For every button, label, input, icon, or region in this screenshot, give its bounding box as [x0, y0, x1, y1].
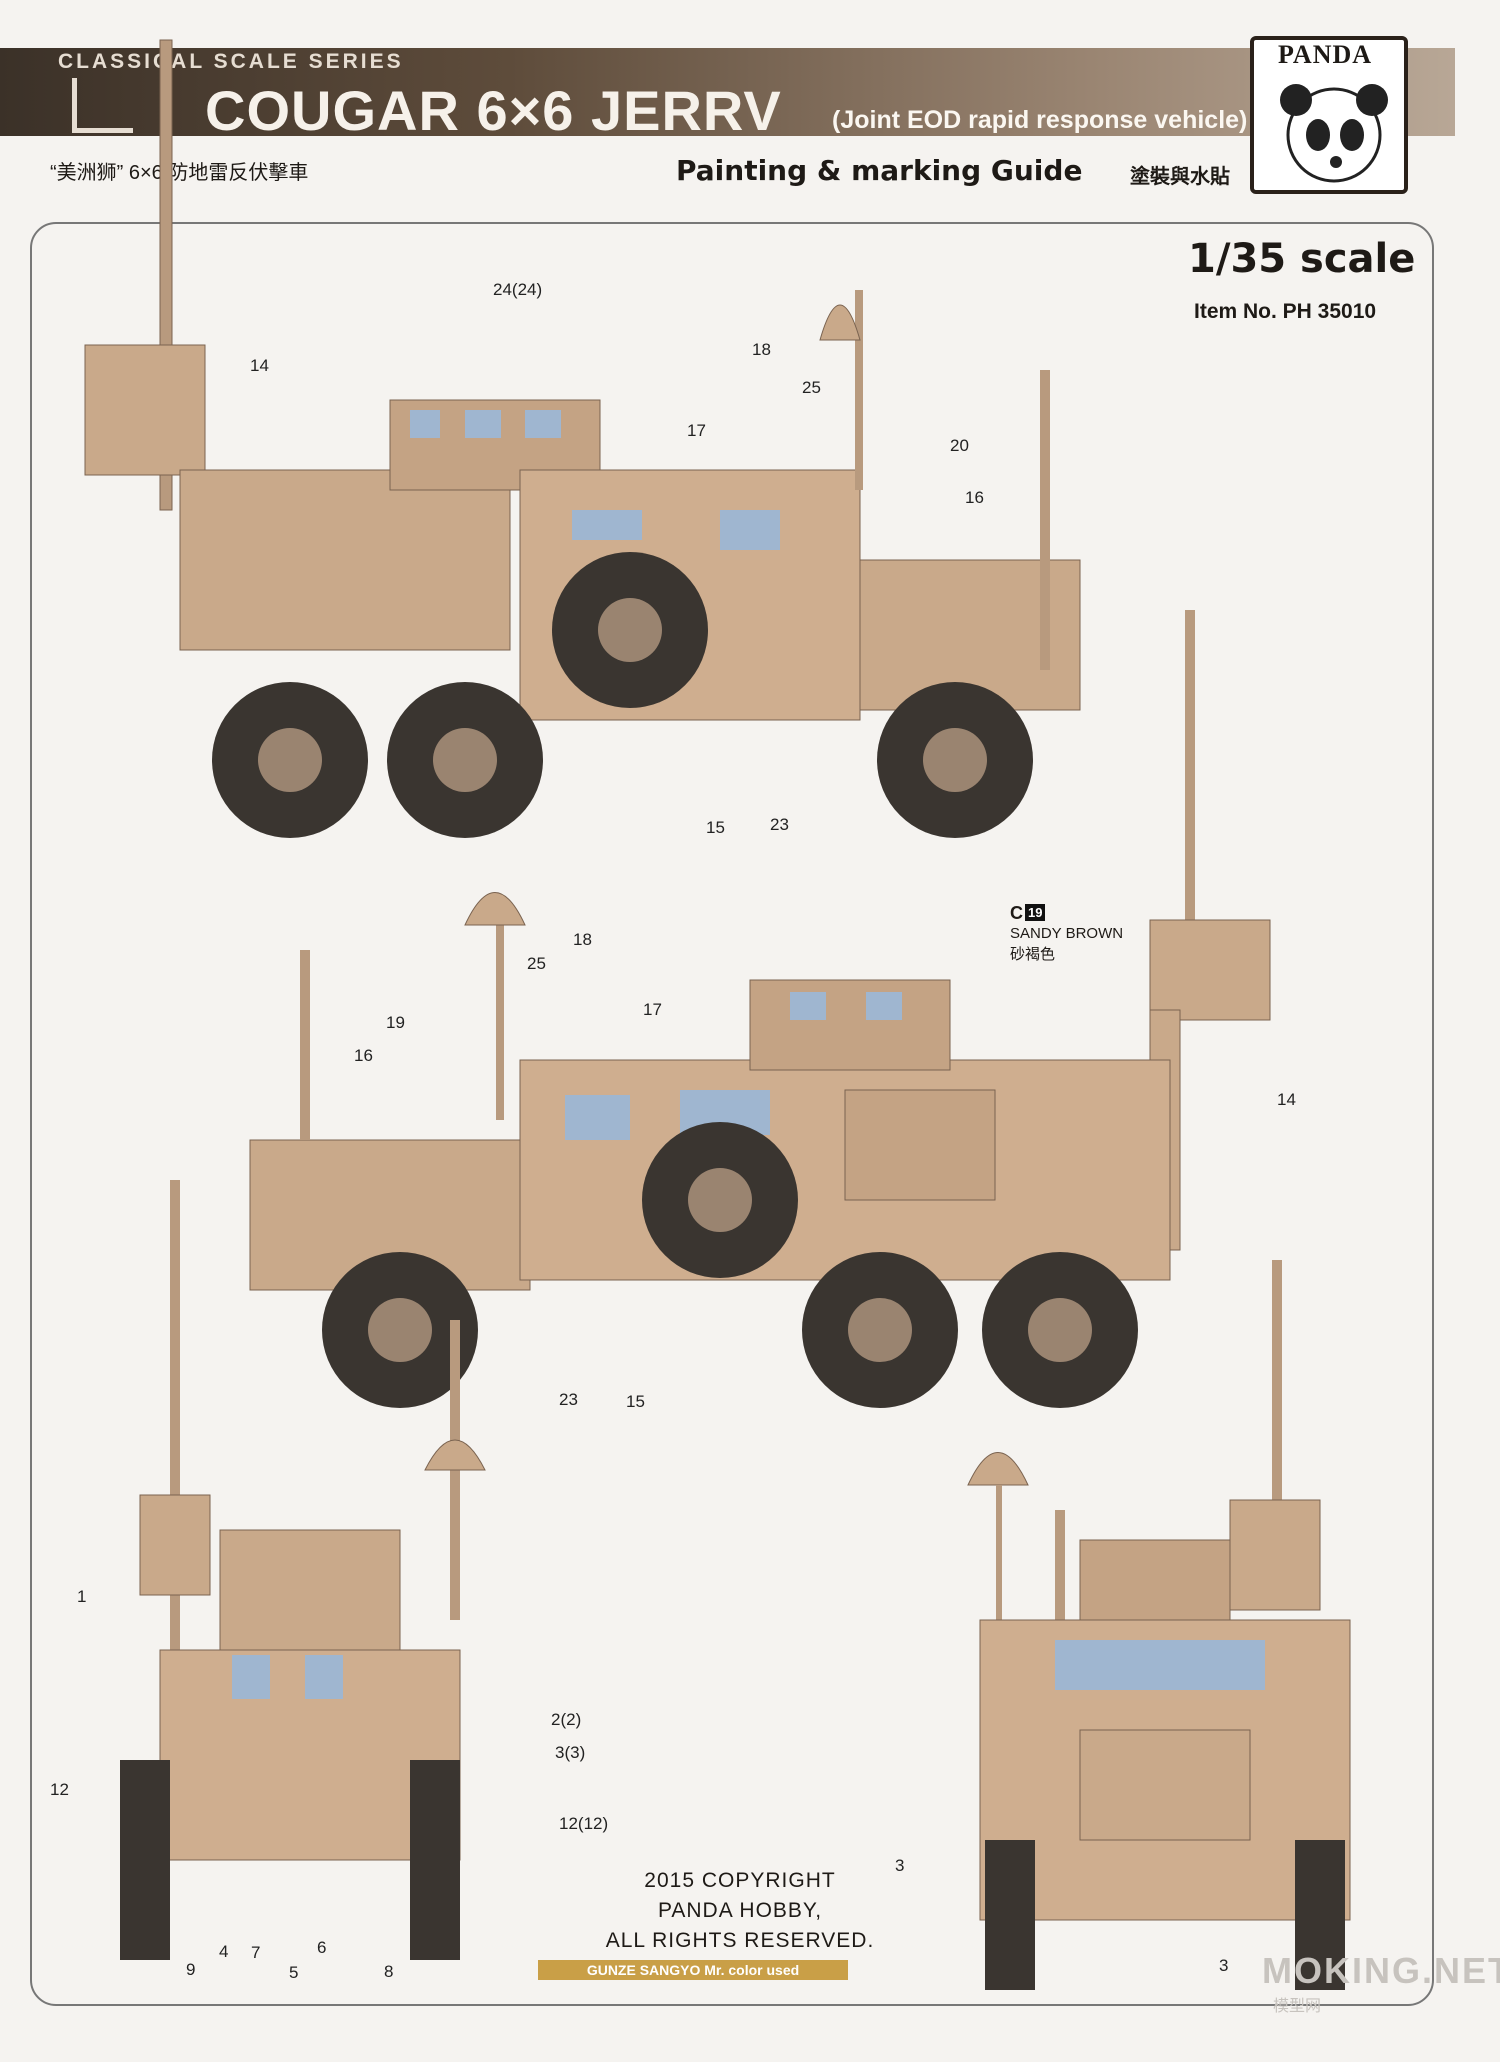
panda-face-icon [1280, 84, 1388, 183]
callout-25-right: 25 [527, 954, 546, 973]
item-number: Item No. PH 35010 [1194, 300, 1377, 323]
guide-heading-chinese: 塗裝與水貼 [1130, 166, 1230, 188]
page-subtitle: (Joint EOD rapid response vehicle) [832, 106, 1248, 134]
color-name: SANDY BROWN [1010, 925, 1124, 942]
callout-18-right: 18 [573, 930, 592, 949]
rear-view [120, 1180, 486, 1960]
color-name-chinese: 砂褐色 [1010, 946, 1056, 963]
series-number-badge [72, 78, 133, 133]
series-label: CLASSICAL SCALE SERIES [58, 50, 404, 73]
callout-3-front-bottom: 3 [1219, 1956, 1229, 1975]
chinese-title: “美洲狮” 6×6 防地雷反伏擊車 [50, 162, 309, 184]
paint-brand-label: GUNZE SANGYO Mr. color used [538, 1960, 848, 1980]
callout-15: 15 [706, 818, 725, 837]
right-side-view [249, 610, 1271, 1408]
callout-24-24: 24(24) [493, 280, 543, 299]
callout-15-right: 15 [626, 1392, 645, 1411]
callout-1-rear: 1 [77, 1587, 87, 1606]
content-frame [30, 222, 1434, 2006]
callout-23-right: 23 [559, 1390, 578, 1409]
front-view [967, 1260, 1351, 1990]
callout-4-rear: 4 [219, 1942, 229, 1961]
callout-17-right: 17 [643, 1000, 662, 1019]
guide-heading: Painting & marking Guide [676, 154, 1083, 187]
callout-20: 20 [950, 436, 969, 455]
color-number: 19 [1025, 904, 1046, 921]
callout-23: 23 [770, 815, 789, 834]
left-side-view [84, 39, 1081, 838]
logo-text: PANDA [1277, 40, 1373, 69]
callout-3-3-rear: 3(3) [555, 1743, 586, 1762]
copyright-notice: 2015 COPYRIGHT PANDA HOBBY, ALL RIGHTS R… [605, 1869, 875, 1952]
callout-9-rear: 9 [186, 1960, 196, 1979]
panda-logo [1250, 36, 1408, 194]
callout-7-rear: 7 [251, 1943, 261, 1962]
callout-5-rear: 5 [289, 1963, 299, 1982]
header-banner [0, 48, 1455, 136]
callout-25: 25 [802, 378, 821, 397]
callout-19-right: 19 [386, 1013, 405, 1032]
scale-label: 1/35 scale [1188, 236, 1416, 282]
callout-12-rear: 12 [50, 1780, 69, 1799]
page-title: COUGAR 6×6 JERRV [205, 79, 782, 142]
callout-14: 14 [250, 356, 269, 375]
callout-16: 16 [965, 488, 984, 507]
callout-18: 18 [752, 340, 771, 359]
callout-17: 17 [687, 421, 706, 440]
callout-8-rear: 8 [384, 1962, 394, 1981]
watermark-chinese: 模型网 [1273, 1998, 1322, 2015]
watermark: MOKING.NET [1262, 1950, 1500, 1991]
callout-3-front-left: 3 [895, 1856, 905, 1875]
callout-6-rear: 6 [317, 1938, 327, 1957]
callout-16-right: 16 [354, 1046, 373, 1065]
callout-2-2-rear: 2(2) [551, 1710, 582, 1729]
callout-14-right: 14 [1277, 1090, 1296, 1109]
callout-12-12-rear: 12(12) [559, 1814, 609, 1833]
